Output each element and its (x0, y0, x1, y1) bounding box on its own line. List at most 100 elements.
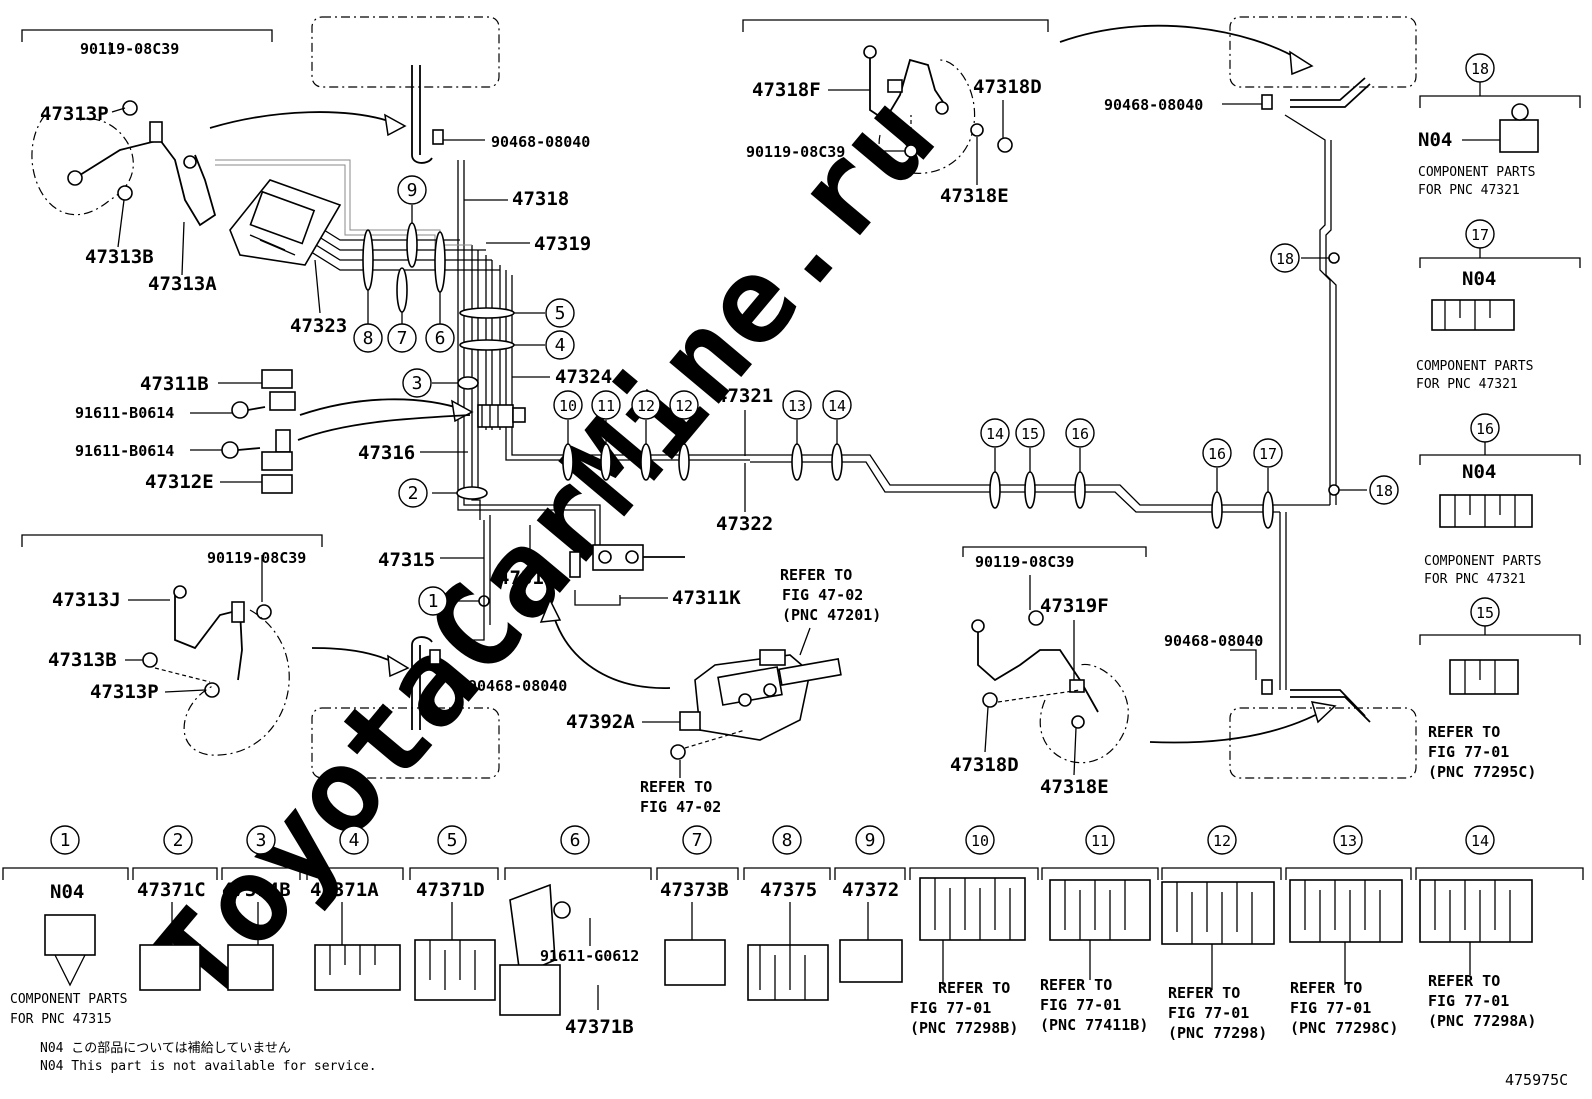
note-fig-47-02-b: FIG 47-02 (640, 798, 721, 816)
callout-14: 14 (822, 390, 852, 420)
label-47313p-b: 47313P (90, 681, 159, 703)
callout-8: 8 (772, 825, 802, 855)
label-91611-b0614-b: 91611-B0614 (75, 442, 174, 460)
label-47311b: 47311B (140, 373, 209, 395)
right-item-16-label: N04 (1462, 461, 1496, 483)
callout-number: 8 (782, 830, 793, 851)
label-90468-08040-d: 90468-08040 (1164, 632, 1263, 650)
bolt-icon (997, 137, 1013, 153)
clamp-6-icon (434, 231, 446, 293)
callout-number: 10 (559, 397, 577, 415)
callout-number: 1 (428, 591, 439, 612)
callout-number: 12 (637, 397, 655, 415)
callout-number: 13 (788, 397, 806, 415)
figure-id: 475975C (1505, 1071, 1568, 1089)
clamp-17-icon (1262, 491, 1274, 529)
bottom-item-12-label: REFER TO (1168, 984, 1240, 1002)
rear-tubes: 47321 47322 (562, 114, 1367, 690)
callout-number: 9 (407, 180, 418, 201)
label-47322: 47322 (716, 513, 773, 535)
right-item-15-sub2: (PNC 77295C) (1428, 763, 1536, 781)
clip-47312e-icon (275, 429, 291, 453)
clamp-8-icon (362, 229, 374, 291)
clip-5-icon (414, 939, 496, 1001)
right-item-15-sub1: FIG 77-01 (1428, 743, 1509, 761)
clamp-18-icon (1328, 252, 1340, 264)
bottom-item-3-label: 47374B (222, 879, 291, 901)
clamp-5-icon (459, 307, 515, 319)
bottom-item-9-label: 47372 (842, 879, 899, 901)
clip-9-icon (839, 939, 903, 983)
reference-box-top (311, 16, 500, 88)
callout-13: 13 (1333, 825, 1363, 855)
clip-13-icon (1289, 879, 1403, 943)
clip-47311b-icon (261, 369, 293, 389)
clip-47312e-icon (261, 474, 293, 494)
tube-cluster: 47323 47318 47319 47324 47316 47315 (215, 159, 750, 641)
bottom-item-1-sub1: COMPONENT PARTS (10, 992, 127, 1007)
label-47316: 47316 (358, 442, 415, 464)
front-left-hose-group: 90119-08C39 47313J 47313B 47313P (21, 534, 410, 756)
label-47318f: 47318F (752, 79, 821, 101)
bottom-item-10-sub2: (PNC 77298B) (910, 1019, 1018, 1037)
callout-number: 18 (1471, 60, 1489, 78)
clamp-16-icon (1074, 471, 1086, 509)
clamp-4-icon (459, 339, 515, 351)
bottom-item-8-label: 47375 (760, 879, 817, 901)
clip-18-icon (1499, 103, 1539, 153)
union-block-icon (477, 404, 514, 428)
bottom-item-12-sub2: (PNC 77298) (1168, 1024, 1267, 1042)
callout-number: 9 (865, 830, 876, 851)
bottom-item-14-label: REFER TO (1428, 972, 1500, 990)
front-right-hose-group: 90119-08C39 47313P 47313B 47313A (21, 29, 407, 295)
callout-15: 15 (1470, 597, 1500, 627)
callout-number: 17 (1471, 226, 1489, 244)
right-item-17-label: N04 (1462, 268, 1496, 290)
callout-10: 10 (965, 825, 995, 855)
clip-12-icon (1161, 881, 1275, 945)
clip-11-icon (1049, 879, 1151, 941)
label-47313j: 47313J (52, 589, 121, 611)
label-47317: 47317 (498, 567, 555, 589)
hose-fitting-icon (173, 585, 187, 599)
callout-number: 3 (256, 830, 267, 851)
callout-9: 9 (397, 175, 427, 205)
clip-47311b-icon (269, 391, 296, 411)
bottom-item-14-sub2: (PNC 77298A) (1428, 1012, 1536, 1030)
right-item-18-label: N04 (1418, 129, 1452, 151)
bottom-item-1-sub2: FOR PNC 47315 (10, 1012, 112, 1027)
callout-number: 5 (555, 303, 566, 324)
callout-number: 8 (363, 328, 374, 349)
callout-number: 16 (1071, 425, 1089, 443)
bottom-item-11-label: REFER TO (1040, 976, 1112, 994)
clip-2-icon (139, 944, 201, 991)
label-47312e: 47312E (145, 471, 214, 493)
abs-actuator-icon (229, 179, 342, 266)
callout-6: 6 (425, 323, 455, 353)
callout-6: 6 (560, 825, 590, 855)
callout-15: 15 (1015, 418, 1045, 448)
callout-number: 6 (570, 830, 581, 851)
callout-18: 18 (1465, 53, 1495, 83)
callout-number: 15 (1021, 425, 1039, 443)
bottom-item-1-label: N04 (50, 881, 84, 903)
callout-2: 2 (163, 825, 193, 855)
label-90468-08040-c: 90468-08040 (1104, 96, 1203, 114)
clip-14-icon (1419, 879, 1533, 943)
right-item-18-sub1: COMPONENT PARTS (1418, 165, 1535, 180)
callout-number: 14 (828, 397, 846, 415)
clamp-15-icon (1024, 471, 1036, 509)
callout-11: 11 (1085, 825, 1115, 855)
callout-14: 14 (1465, 825, 1495, 855)
bolt-icon (256, 604, 272, 620)
callout-number: 4 (555, 335, 566, 356)
callout-12: 12 (1207, 825, 1237, 855)
rear-left-hose-group: 90119-08C39 47319F 47318D 47318E (950, 546, 1337, 798)
label-47318d-b: 47318D (950, 754, 1019, 776)
clamp-11-icon (600, 443, 612, 481)
reference-box-bottom-right (1229, 707, 1417, 779)
clip-3-icon (227, 944, 274, 991)
nut-icon (970, 123, 984, 137)
callout-13: 13 (782, 390, 812, 420)
